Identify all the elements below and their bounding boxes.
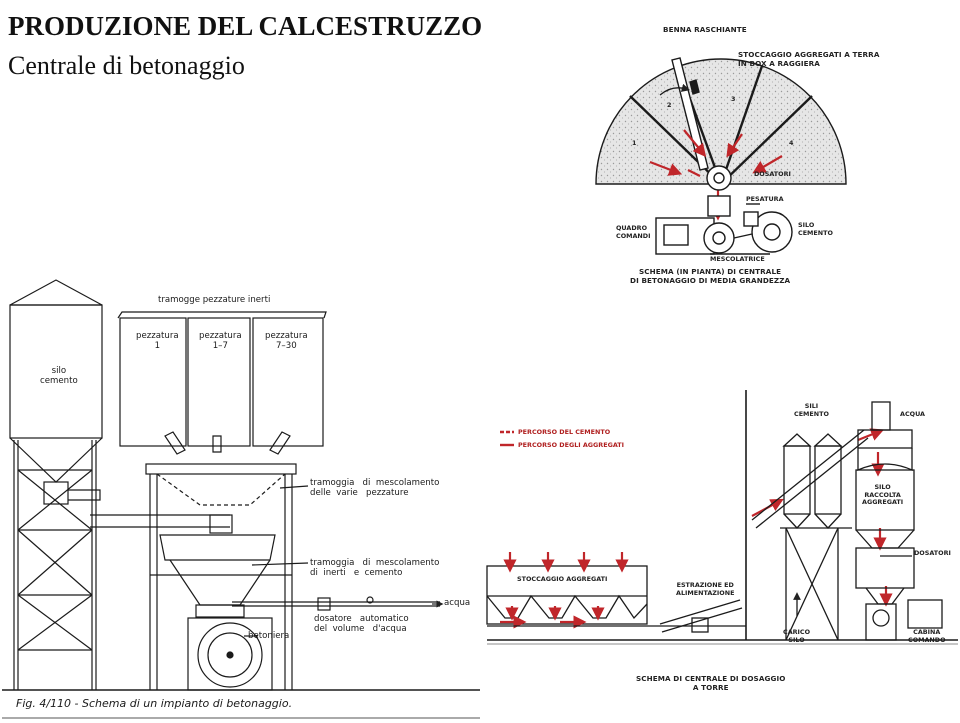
figure-caption-tower: SCHEMA DI CENTRALE DI DOSAGGIO A TORRE [636, 674, 786, 692]
sector-3: 3 [731, 95, 736, 103]
label-cabina-comando: CABINA COMANDO [908, 628, 946, 644]
legend-cemento: PERCORSO DEL CEMENTO [518, 428, 611, 436]
page-title: PRODUZIONE DEL CALCESTRUZZO [8, 11, 483, 41]
label-bin-3: pezzatura 7–30 [265, 331, 308, 351]
sector-1: 1 [632, 139, 637, 147]
label-dosatori-plan: DOSATORI [754, 170, 791, 178]
label-quadro-comandi: QUADRO COMANDI [616, 224, 651, 240]
label-sili-cemento: SILI CEMENTO [794, 402, 829, 418]
legend-aggregati: PERCORSO DEGLI AGGREGATI [518, 441, 625, 449]
figure-caption-left: Fig. 4/110 - Schema di un impianto di be… [16, 697, 293, 710]
label-carico-silo: CARICO SILO [783, 628, 811, 644]
bin-1 [119, 317, 187, 447]
label-hopper-pezzature: tramoggia di mescolamento delle varie pe… [310, 478, 440, 498]
bin-2 [187, 317, 251, 447]
label-silo-cemento-plan: SILO CEMENTO [798, 221, 833, 237]
silo-body [9, 304, 103, 439]
radial-storage-area [595, 58, 847, 185]
label-stoccaggio-aggregati: STOCCAGGIO AGGREGATI [517, 575, 608, 583]
label-betoniera: betoniera [248, 631, 290, 641]
label-benna: BENNA RASCHIANTE [663, 25, 747, 34]
sector-4: 4 [789, 139, 794, 147]
label-mescolatrice: MESCOLATRICE [710, 255, 765, 263]
label-pesatura: PESATURA [746, 195, 784, 203]
label-acqua-tower: ACQUA [900, 410, 926, 418]
tower-schematic [486, 390, 958, 645]
label-dosatore: dosatore automatico del volume d'acqua [314, 614, 409, 634]
sector-2: 2 [667, 101, 672, 109]
label-hopper-mix: tramoggia di mescolamento di inerti e ce… [310, 558, 440, 578]
label-stoccaggio-raggiera: STOCCAGGIO AGGREGATI A TERRA IN BOX A RA… [738, 50, 880, 68]
left-schematic [2, 279, 480, 719]
label-acqua: acqua [444, 598, 471, 608]
silo-frame [13, 440, 97, 690]
silo-plan [751, 211, 793, 253]
bin-3 [252, 317, 324, 447]
label-bin-1: pezzatura 1 [136, 331, 179, 351]
label-dosatori-tower: DOSATORI [914, 549, 951, 557]
label-bin-2: pezzatura 1–7 [199, 331, 242, 351]
figure-caption-plan: SCHEMA (IN PIANTA) DI CENTRALE DI BETONA… [630, 267, 791, 285]
plan-schematic [595, 57, 847, 255]
page-subtitle: Centrale di betonaggio [8, 51, 245, 80]
silo-roof [9, 279, 103, 306]
label-silo-raccolta: SILO RACCOLTA AGGREGATI [862, 483, 904, 506]
label-estrazione: ESTRAZIONE ED ALIMENTAZIONE [676, 581, 735, 597]
label-tramogge-inerti: tramogge pezzature inerti [158, 295, 271, 305]
label-silo-cemento: silo cemento [40, 366, 78, 386]
